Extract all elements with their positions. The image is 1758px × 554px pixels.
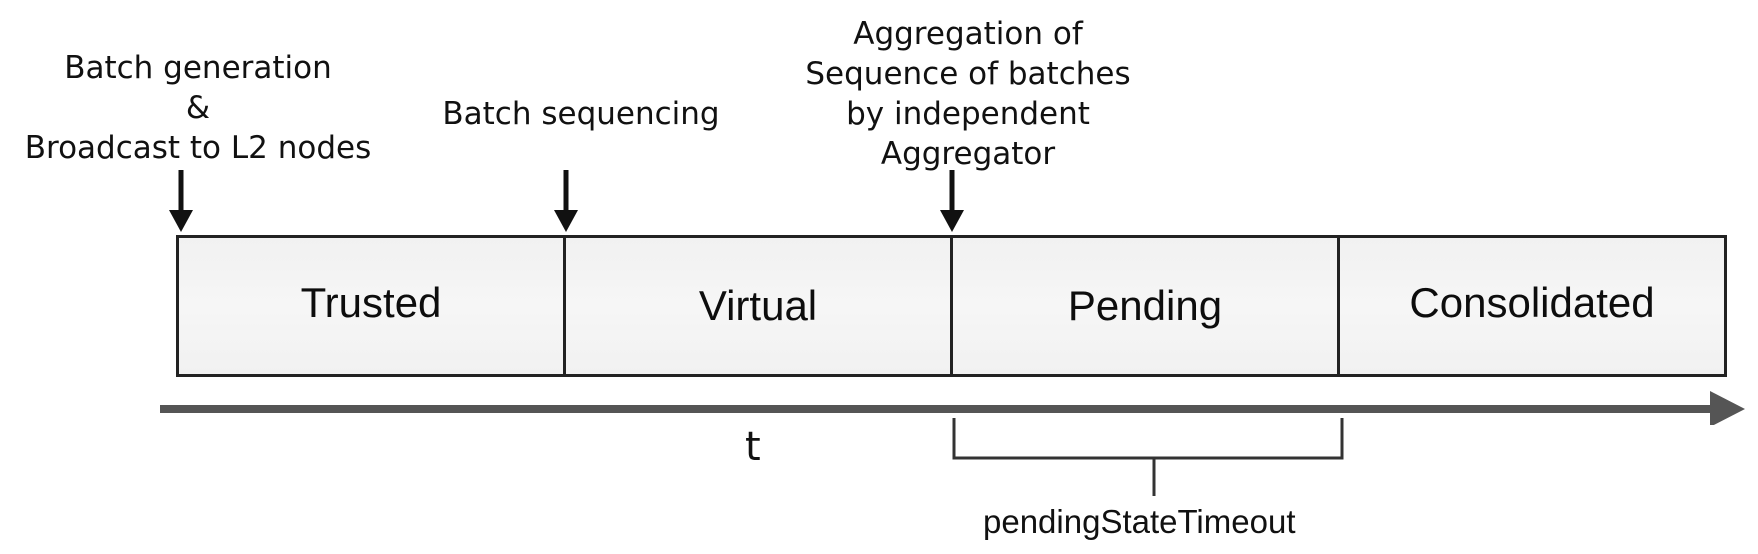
event-label-batch-sequencing: Batch sequencing [426, 94, 736, 134]
timeout-bracket [952, 418, 1344, 496]
event-label-line: by independent [846, 96, 1090, 132]
arrow-down-icon [554, 170, 578, 232]
state-box-pending: Pending [953, 238, 1340, 374]
state-label: Trusted [300, 279, 442, 326]
event-label-line: Broadcast to L2 nodes [24, 130, 372, 166]
event-label-line: & [185, 90, 211, 126]
event-label-batch-generation: Batch generation & Broadcast to L2 nodes [20, 48, 376, 168]
state-label: Consolidated [1409, 279, 1655, 326]
state-box-trusted: Trusted [179, 238, 566, 374]
event-label-line: Batch generation [64, 50, 332, 86]
state-box-consolidated: Consolidated [1340, 238, 1724, 374]
arrow-down-icon [940, 170, 964, 232]
timeline-arrow [160, 391, 1745, 425]
time-axis-label: t [745, 424, 761, 470]
arrow-down-icon [169, 170, 193, 232]
event-label-line: Aggregation of [853, 16, 1083, 52]
event-label-line: Sequence of batches [805, 56, 1131, 92]
state-label: Pending [1067, 282, 1223, 329]
event-label-aggregation: Aggregation of Sequence of batches by in… [796, 14, 1140, 174]
state-label: Virtual [698, 282, 818, 329]
bracket-label: pendingStateTimeout [983, 503, 1296, 540]
event-label-line: Batch sequencing [442, 96, 720, 132]
event-label-line: Aggregator [880, 136, 1056, 172]
state-strip: Trusted Virtual Pending Consolidated [176, 235, 1727, 377]
state-box-virtual: Virtual [566, 238, 953, 374]
